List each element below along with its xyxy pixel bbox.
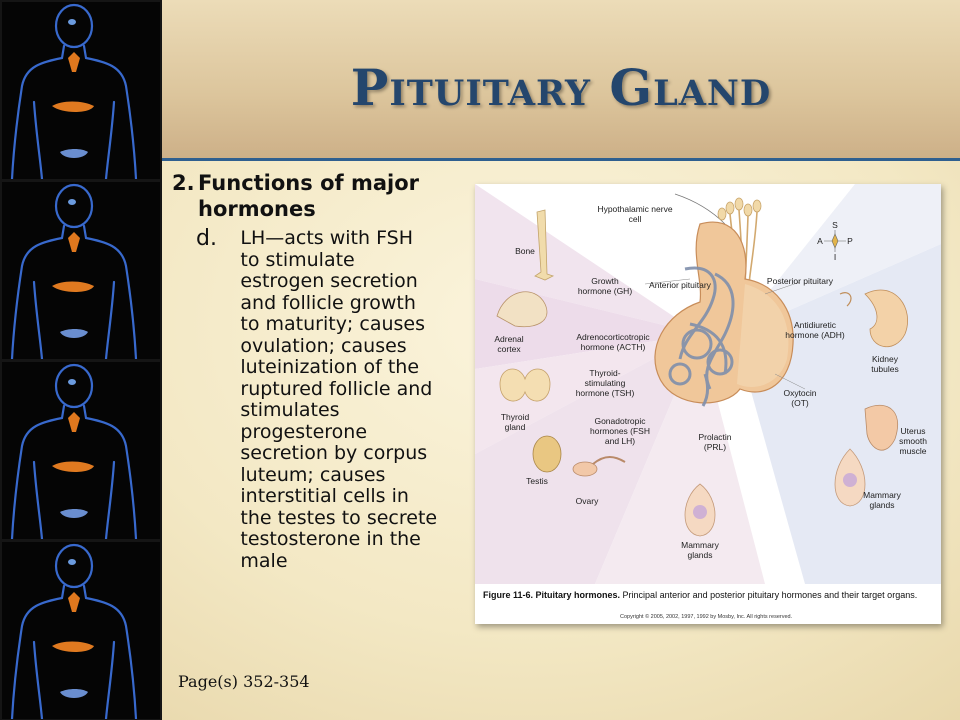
label-hypothalamic: Hypothalamic nerve cell (597, 204, 673, 224)
item-line: progesterone (240, 420, 368, 443)
label-tsh: Thyroid-stimulating hormone (TSH) (575, 368, 635, 398)
section-heading: 2. Functions of major hormones (172, 170, 472, 222)
label-adrenal: Adrenal cortex (494, 334, 524, 354)
item-line: and follicle growth (240, 291, 416, 314)
pituitary-figure: Hypothalamic nerve cell Bone Growth horm… (475, 184, 941, 624)
label-prolactin: Prolactin (PRL) (698, 432, 732, 452)
figure-caption: Figure 11-6. Pituitary hormones. Princip… (483, 590, 917, 600)
item-line: ruptured follicle and (240, 377, 433, 400)
caption-text: Principal anterior and posterior pituita… (620, 590, 918, 600)
slide-title: Pituitary Gland (350, 58, 772, 117)
compass-s: S (832, 220, 838, 230)
item-line: luteum; causes (240, 463, 386, 486)
item-line: secretion by corpus (240, 442, 428, 464)
label-bone: Bone (515, 246, 535, 256)
list-item: d. LH—acts with FSH to stimulate estroge… (196, 226, 472, 572)
item-line: to stimulate (240, 248, 355, 271)
label-mammary-bottom: Mammary glands (681, 540, 719, 560)
label-mammary-right: Mammary glands (863, 490, 901, 510)
label-acth: Adrenocorticotropic hormone (ACTH) (576, 332, 650, 352)
item-line: LH—acts with FSH (240, 227, 414, 249)
item-line: testosterone in the (240, 528, 421, 550)
label-posterior-pituitary: Posterior pituitary (766, 276, 834, 286)
item-line: the testes to secrete (240, 506, 438, 529)
endocrine-body-image (2, 542, 160, 719)
compass-p: P (847, 236, 853, 246)
label-thyroid: Thyroid gland (500, 412, 530, 432)
label-anterior-pituitary: Anterior pituitary (649, 280, 711, 290)
item-line: to maturity; causes (240, 313, 425, 335)
item-letter: d. (196, 226, 217, 251)
label-adh: Antidiuretic hormone (ADH) (785, 320, 845, 340)
compass-a: A (817, 236, 823, 246)
title-underline (162, 158, 960, 161)
label-gonadotropic: Gonadotropic hormones (FSH and LH) (590, 416, 650, 446)
item-line: luteinization of the (240, 356, 420, 378)
copyright-notice: Copyright © 2005, 2002, 1997, 1992 by Mo… (620, 614, 793, 620)
heading-text: Functions of major hormones (198, 171, 419, 221)
body-diagram-strip (0, 0, 162, 720)
page-reference: Page(s) 352-354 (178, 672, 310, 691)
figure-illustration (475, 184, 941, 584)
label-ovary: Ovary (575, 496, 599, 506)
slide-content: 2. Functions of major hormones d. LH—act… (172, 170, 472, 572)
heading-number: 2. (172, 171, 195, 195)
caption-title: Figure 11-6. Pituitary hormones. (483, 590, 621, 600)
endocrine-body-image (2, 362, 160, 539)
endocrine-body-image (2, 182, 160, 359)
title-band (162, 0, 960, 158)
item-body: LH—acts with FSH to stimulate estrogen s… (240, 227, 472, 572)
item-line: stimulates (240, 399, 340, 421)
label-testis: Testis (526, 476, 548, 486)
item-line: estrogen secretion (240, 270, 418, 292)
item-line: male (240, 549, 288, 572)
endocrine-body-image (2, 2, 160, 179)
item-line: ovulation; causes (240, 334, 407, 357)
label-gh: Growth hormone (GH) (577, 276, 633, 296)
label-oxytocin: Oxytocin (OT) (783, 388, 817, 408)
item-line: interstitial cells in (240, 485, 409, 507)
label-uterus: Uterus smooth muscle (899, 426, 927, 456)
compass-i: I (833, 252, 837, 262)
label-kidney: Kidney tubules (871, 354, 899, 374)
